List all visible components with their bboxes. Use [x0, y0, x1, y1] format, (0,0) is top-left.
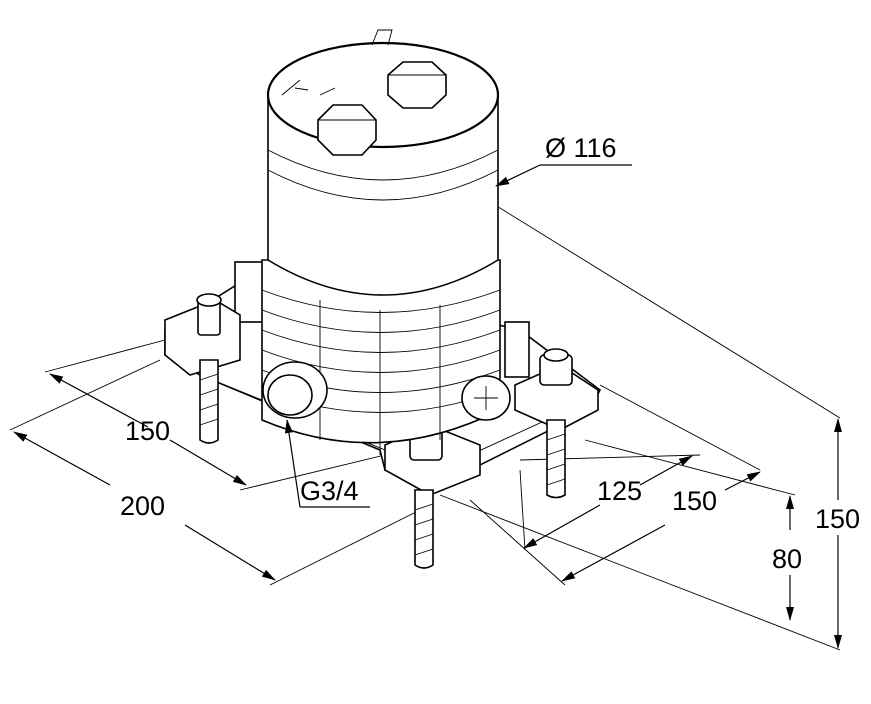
extension-lines — [9, 204, 841, 651]
base-width-dimension: 150 — [561, 471, 761, 582]
min-height-label: 80 — [772, 544, 802, 574]
connection-ports — [262, 361, 511, 421]
connection-label: G3/4 — [300, 476, 359, 506]
diameter-label: Ø 116 — [545, 133, 617, 163]
connection-dimension: G3/4 — [284, 419, 370, 508]
cylinder — [266, 29, 500, 296]
top-valves — [281, 61, 447, 156]
overall-depth-dimension: 200 — [13, 431, 276, 581]
max-height-dimension: 150 — [815, 418, 860, 649]
max-height-label: 150 — [815, 504, 860, 534]
mount-width-dimension: 125 — [523, 455, 693, 549]
base-depth-dimension: 150 — [49, 373, 247, 486]
min-height-dimension: 80 — [772, 495, 802, 621]
left-mount — [164, 293, 241, 444]
right-mount — [514, 348, 599, 499]
diameter-dimension: Ø 116 — [495, 133, 632, 187]
base-depth-label: 150 — [125, 416, 170, 446]
mount-width-label: 125 — [597, 476, 642, 506]
overall-depth-label: 200 — [120, 491, 165, 521]
front-mount — [384, 423, 481, 569]
base-width-label: 150 — [672, 486, 717, 516]
